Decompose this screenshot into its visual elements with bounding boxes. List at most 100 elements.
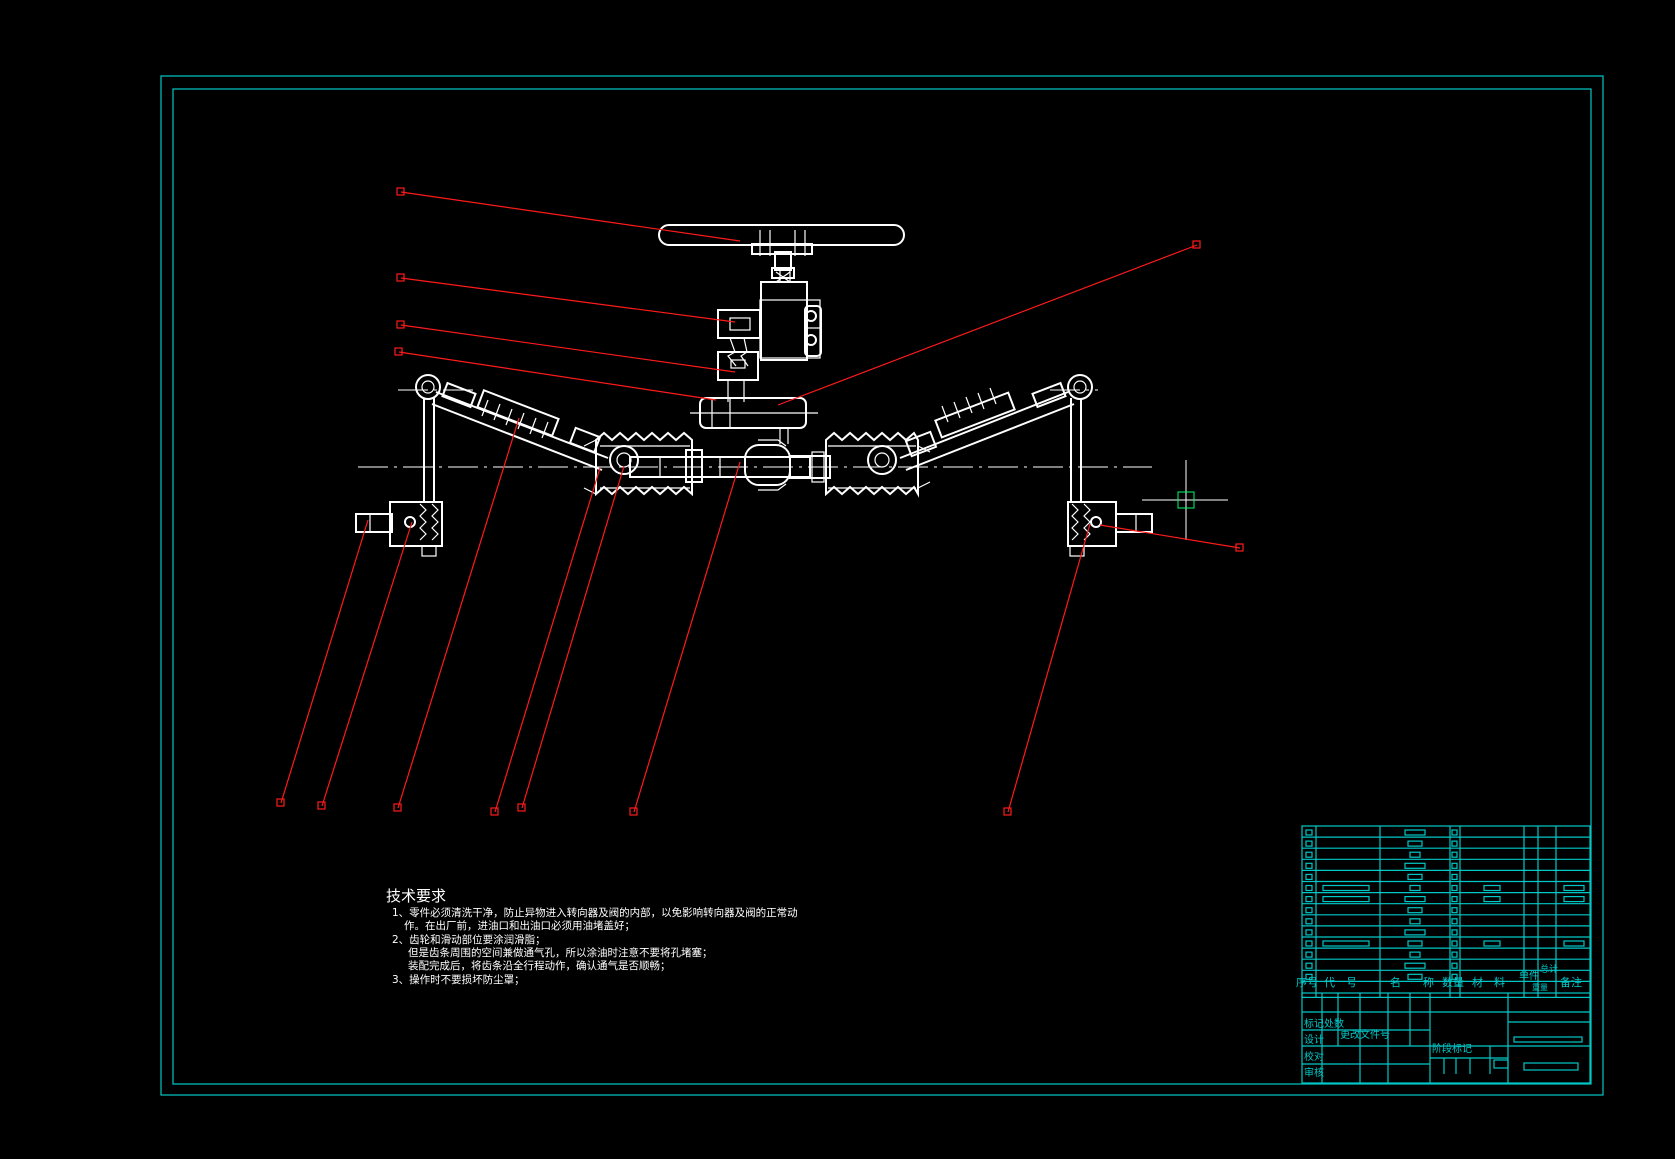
- bom-remark-cell: [1563, 940, 1585, 947]
- leader-line: [280, 519, 369, 804]
- bom-name-cell: [1407, 907, 1423, 914]
- bom-name-cell: [1407, 840, 1423, 847]
- bom-qty-cell: [1451, 884, 1458, 892]
- bom-qty-cell: [1451, 951, 1458, 958]
- leader-line: [400, 324, 736, 373]
- part-balloon[interactable]: [517, 803, 526, 812]
- bom-code-cell: [1322, 940, 1370, 947]
- bom-seq-cell: [1305, 907, 1313, 914]
- bom-seq-cell: [1305, 895, 1313, 903]
- technical-requirements-block: 技术要求 1、零件必须清洗干净，防止异物进入转向器及阀的内部，以免影响转向器及阀…: [386, 887, 798, 986]
- left-steering-knuckle: [355, 374, 443, 557]
- bom-header-unit-weight: 单件: [1519, 970, 1539, 982]
- title-block-mark: 标记: [1304, 1018, 1324, 1030]
- bom-name-cell: [1407, 940, 1423, 947]
- bom-qty-cell: [1451, 962, 1458, 969]
- part-balloon[interactable]: [490, 807, 499, 816]
- leader-line: [397, 417, 520, 809]
- bom-name-cell: [1407, 873, 1423, 881]
- part-leader-lines: [276, 187, 1244, 816]
- title-block-change-doc: 更改文件号: [1340, 1028, 1390, 1041]
- bom-remark-cell: [1563, 884, 1585, 892]
- bom-qty-cell: [1451, 873, 1458, 881]
- bom-qty-cell: [1451, 895, 1458, 903]
- part-balloon[interactable]: [1003, 807, 1012, 816]
- tech-req-line-3: 2、齿轮和滑动部位要涂润滑脂；: [392, 933, 546, 946]
- bom-qty-cell: [1451, 929, 1458, 936]
- bom-seq-cell: [1305, 918, 1313, 925]
- bom-header-name: 名 称: [1390, 975, 1434, 989]
- tech-req-line-4: 但是齿条周围的空间兼做通气孔，所以涂油时注意不要将孔堵塞；: [408, 946, 713, 959]
- tech-req-line-6: 3、操作时不要损坏防尘罩；: [392, 973, 525, 986]
- rack-assembly: [629, 439, 831, 491]
- bom-seq-cell: [1305, 862, 1313, 869]
- bom-seq-cell: [1305, 840, 1313, 847]
- part-balloon[interactable]: [396, 320, 405, 329]
- bom-name-cell: [1409, 851, 1421, 858]
- cad-crosshair-cursor: [1142, 460, 1228, 540]
- bom-seq-cell: [1305, 973, 1313, 980]
- leader-line: [400, 191, 741, 242]
- bom-name-cell: [1404, 895, 1426, 903]
- steering-wheel: [658, 224, 905, 279]
- bom-seq-cell: [1305, 851, 1313, 858]
- right-inner-ball-joint: [867, 445, 897, 475]
- left-tie-rod: [431, 381, 609, 471]
- bom-header-qty: 数量: [1442, 976, 1464, 989]
- tech-req-line-1: 1、零件必须清洗干净，防止异物进入转向器及阀的内部，以免影响转向器及阀的正常动: [392, 906, 798, 919]
- bom-header-row: 序号 代 号 名 称 数量 材 料 单件 总计 重量 备注: [1296, 963, 1582, 992]
- bom-seq-cell: [1305, 829, 1313, 836]
- bom-grid-outline: [1301, 825, 1591, 998]
- tech-req-line-5: 装配完成后，将齿条沿全行程动作，确认通气是否顺畅；: [408, 959, 671, 972]
- bom-header-remark: 备注: [1560, 975, 1582, 989]
- bom-header-material: 材 料: [1472, 975, 1505, 989]
- bom-material-cell: [1483, 940, 1501, 947]
- part-balloon[interactable]: [276, 798, 285, 807]
- leader-line: [1099, 524, 1241, 549]
- bom-name-cell: [1407, 973, 1423, 980]
- part-balloon[interactable]: [1192, 240, 1201, 249]
- part-balloon[interactable]: [629, 807, 638, 816]
- bom-seq-cell: [1305, 873, 1313, 881]
- bom-name-cell: [1409, 918, 1421, 925]
- leader-line: [633, 461, 741, 813]
- bom-code-cell: [1322, 884, 1370, 892]
- bom-name-cell: [1404, 829, 1426, 836]
- bom-header-seq: 序号: [1296, 975, 1318, 989]
- part-balloon[interactable]: [1235, 543, 1244, 552]
- left-bellows: [583, 431, 693, 497]
- bom-qty-cell: [1451, 940, 1458, 947]
- right-tie-rod: [899, 381, 1075, 471]
- bill-of-materials-table: 序号 代 号 名 称 数量 材 料 单件 总计 重量 备注: [1296, 825, 1591, 998]
- left-inner-ball-joint: [609, 445, 639, 475]
- title-block-count: 处数: [1324, 1017, 1344, 1030]
- title-block-design: 设计: [1304, 1033, 1324, 1046]
- bom-seq-cell: [1305, 929, 1313, 936]
- bom-qty-cell: [1451, 973, 1458, 980]
- part-balloon[interactable]: [393, 803, 402, 812]
- leader-line: [400, 277, 736, 323]
- part-balloon[interactable]: [396, 187, 405, 196]
- steering-column-housing: [717, 269, 822, 402]
- bom-name-cell: [1404, 862, 1426, 869]
- leader-line: [777, 244, 1198, 406]
- bom-qty-cell: [1451, 918, 1458, 925]
- right-steering-knuckle: [1067, 374, 1153, 557]
- leader-line: [494, 467, 601, 813]
- part-balloon[interactable]: [394, 347, 403, 356]
- part-balloon[interactable]: [396, 273, 405, 282]
- title-block-check: 校对: [1304, 1050, 1324, 1063]
- leader-line: [521, 465, 625, 809]
- bom-name-cell: [1409, 951, 1421, 958]
- title-block-review: 审核: [1304, 1066, 1324, 1079]
- part-balloon[interactable]: [317, 801, 326, 810]
- inner-frame: [172, 88, 1592, 1085]
- title-block: 标记 处数 更改文件号 设计 校对 审核 阶段标记: [1301, 992, 1591, 1084]
- tech-req-title: 技术要求: [386, 887, 446, 905]
- leader-line: [1007, 523, 1091, 813]
- bom-qty-cell: [1451, 829, 1458, 836]
- bom-header-weight-row: 重量: [1532, 982, 1548, 992]
- bom-remark-cell: [1563, 895, 1585, 903]
